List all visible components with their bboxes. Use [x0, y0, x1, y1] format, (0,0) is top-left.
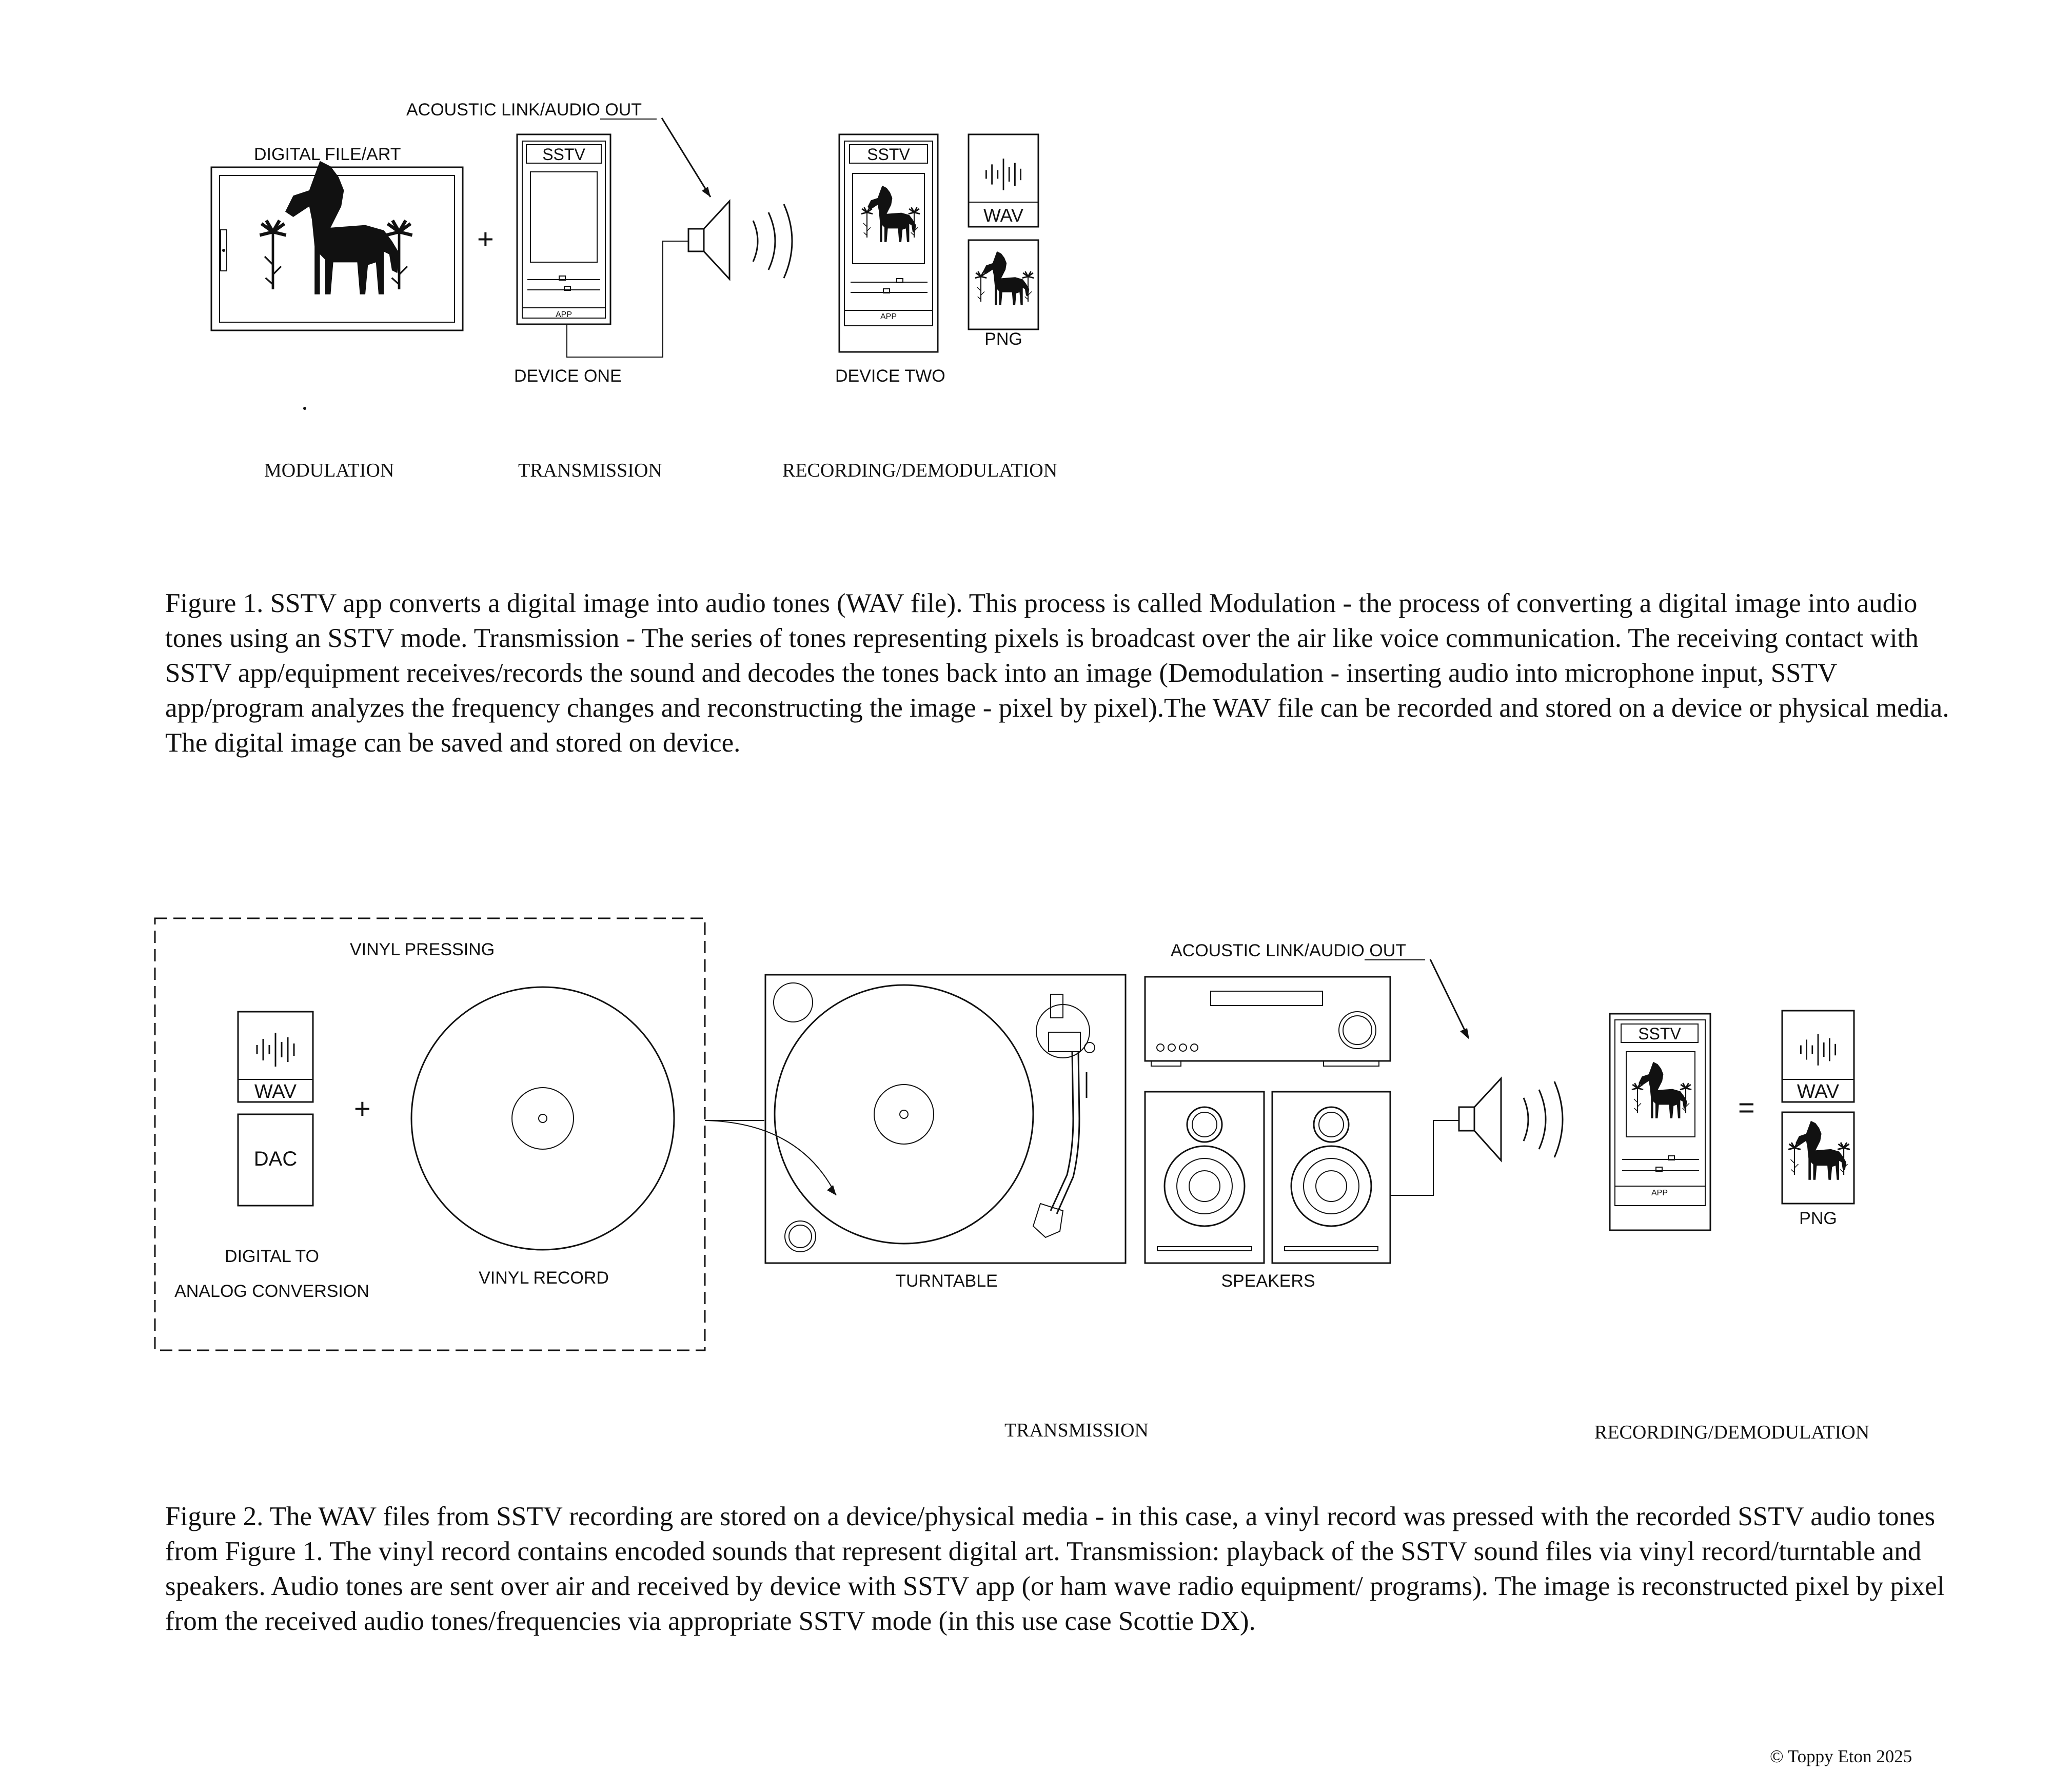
- dac-caption-line2: ANALOG CONVERSION: [174, 1282, 369, 1301]
- fig2-png-label: PNG: [1799, 1209, 1837, 1228]
- fig1-png-label: PNG: [984, 329, 1022, 349]
- device-one: SSTV APP: [516, 133, 611, 325]
- fig2-right-wav-label: WAV: [1797, 1081, 1840, 1102]
- turntable-label: TURNTABLE: [895, 1271, 998, 1291]
- device-two-screen-label: SSTV: [867, 145, 910, 164]
- receiving-device: SSTV APP: [1609, 1013, 1711, 1231]
- receiving-device-app-label: APP: [1651, 1189, 1668, 1197]
- vinyl-pressing-box: [154, 917, 706, 1351]
- figure-1: ACOUSTIC LINK/AUDIO OUT DIGITAL FILE/ART…: [210, 100, 1057, 481]
- stage-transmission: TRANSMISSION: [518, 460, 662, 481]
- fig1-speaker-icon: [687, 199, 731, 281]
- fig2-acoustic-arrow: [1429, 959, 1469, 1038]
- device-one-caption: DEVICE ONE: [514, 366, 622, 386]
- device-two-app-label: APP: [880, 312, 897, 321]
- dac-label: DAC: [254, 1148, 297, 1170]
- fig1-acoustic-label: ACOUSTIC LINK/AUDIO OUT: [406, 100, 642, 120]
- fig2-acoustic-label: ACOUSTIC LINK/AUDIO OUT: [1171, 941, 1406, 960]
- fig2-speaker-icon: [1458, 1076, 1502, 1163]
- fig2-stage-recording-demodulation: RECORDING/DEMODULATION: [1594, 1422, 1869, 1443]
- fig2-png-file-icon: PNG: [1781, 1111, 1855, 1228]
- digital-file-label: DIGITAL FILE/ART: [254, 145, 401, 164]
- stage-recording-demodulation: RECORDING/DEMODULATION: [782, 460, 1057, 481]
- equals-sign: =: [1738, 1091, 1755, 1124]
- turntable-icon: [706, 974, 1127, 1264]
- device-two-caption: DEVICE TWO: [835, 366, 945, 386]
- received-horse-icon: [860, 185, 921, 242]
- figure-2: VINYL PRESSING WAV DAC + DIGITAL TO ANAL…: [154, 917, 1869, 1443]
- figure-1-caption: Figure 1. SSTV app converts a digital im…: [165, 588, 1949, 758]
- speakers-label: SPEAKERS: [1221, 1271, 1315, 1291]
- fig2-wav-label: WAV: [254, 1081, 297, 1102]
- fig1-wav-label: WAV: [983, 205, 1023, 226]
- right-speaker-icon: [1271, 1091, 1391, 1264]
- fig1-wav-file-icon: WAV: [968, 133, 1039, 228]
- fig2-plus-sign: +: [354, 1092, 371, 1125]
- stage-modulation: MODULATION: [264, 460, 394, 481]
- dac-box: DAC: [237, 1113, 314, 1207]
- dac-caption-line1: DIGITAL TO: [225, 1247, 319, 1266]
- horse-art-icon: [260, 161, 412, 294]
- figure-2-caption: Figure 2. The WAV files from SSTV record…: [165, 1502, 1945, 1636]
- left-speaker-icon: [1144, 1091, 1265, 1264]
- device-one-app-label: APP: [556, 310, 572, 319]
- vinyl-pressing-label: VINYL PRESSING: [350, 940, 495, 959]
- plus-sign: +: [477, 223, 494, 255]
- fig2-received-horse-icon: [1631, 1061, 1692, 1118]
- fig2-stage-transmission: TRANSMISSION: [1004, 1420, 1149, 1441]
- vinyl-record-label: VINYL RECORD: [479, 1268, 609, 1288]
- fig2-wav-file-icon: WAV: [237, 1011, 314, 1103]
- amplifier-icon: [1144, 976, 1391, 1067]
- fig1-sound-waves-icon: [752, 204, 793, 279]
- device-two: SSTV APP: [838, 133, 939, 353]
- device-one-screen-label: SSTV: [542, 145, 585, 164]
- fig2-sound-waves-icon: [1523, 1081, 1564, 1158]
- receiving-device-screen-label: SSTV: [1638, 1025, 1681, 1043]
- vinyl-record-icon: [410, 986, 675, 1251]
- fig1-acoustic-arrow: [661, 117, 712, 198]
- fig2-right-wav-file-icon: WAV: [1781, 1010, 1855, 1103]
- copyright-credit: © Toppy Eton 2025: [1770, 1746, 1912, 1766]
- fig1-png-file-icon: PNG: [968, 239, 1039, 349]
